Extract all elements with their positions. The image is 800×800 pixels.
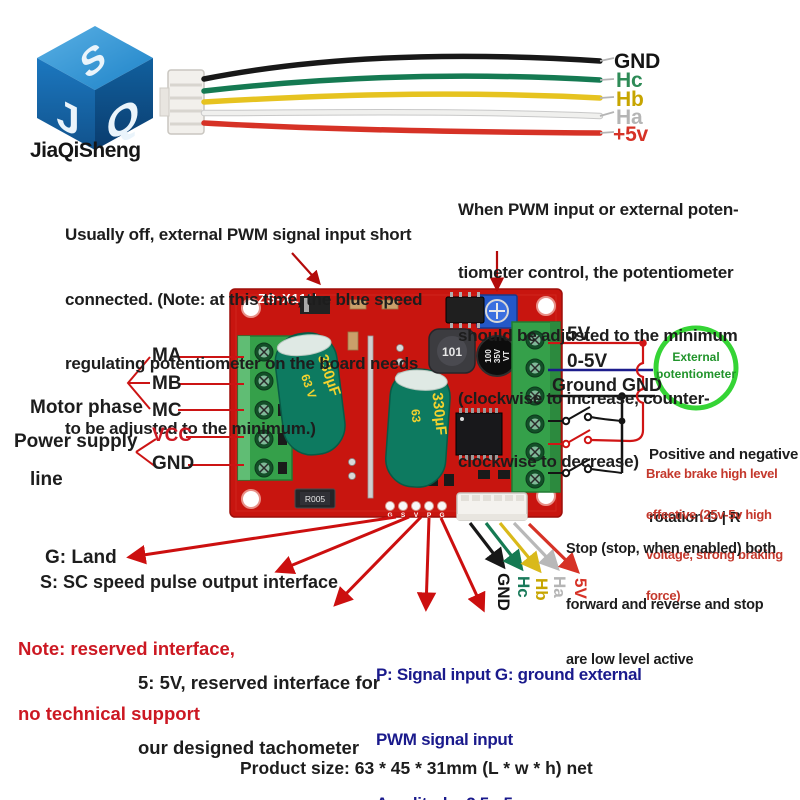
terminal-block-right	[511, 321, 561, 493]
tachometer-note: 5: 5V, reserved interface for our design…	[138, 672, 380, 758]
switch-direction	[548, 406, 623, 426]
harness-label-5v: +5v	[613, 123, 649, 146]
ic-chip-small	[445, 292, 485, 328]
svg-text:VT: VT	[502, 351, 511, 361]
pot-adjust-note: When PWM input or external poten- tiomet…	[458, 200, 739, 471]
svg-text:G: G	[439, 512, 444, 519]
right-wiring	[548, 325, 739, 478]
pin-label-vcc: VCC	[152, 425, 193, 446]
harness-wire-white	[201, 110, 603, 119]
switch-stop	[548, 458, 623, 478]
svg-text:V: V	[414, 512, 419, 519]
bottom-wire-label-hc: Hc	[514, 576, 533, 598]
svg-text:63: 63	[408, 408, 423, 423]
product-size-note: Product size: 63 * 45 * 31mm (L * w * h)…	[240, 758, 593, 778]
capacitor-1: 330µF 63 V	[274, 332, 346, 456]
bottom-wire-label-gnd: GND	[494, 573, 513, 611]
arrow-ha	[512, 521, 560, 572]
harness-label-gnd: GND	[614, 50, 661, 73]
brand-logo-icon: S J Q	[37, 26, 153, 152]
svg-text:35V: 35V	[493, 348, 502, 363]
pin-label-ma: MA	[152, 345, 182, 366]
power-supply-label: Power supply	[14, 431, 138, 452]
svg-text:S: S	[401, 512, 406, 519]
motor-phase-label: Motor phase line	[30, 397, 143, 490]
svg-text:330µF: 330µF	[428, 392, 449, 436]
harness-wire-yellow	[201, 91, 603, 105]
arrow-to-g-land	[126, 515, 397, 565]
shunt-resistor: R005	[294, 488, 336, 509]
hall-connector	[456, 492, 528, 521]
svg-text:101: 101	[442, 345, 462, 359]
arrow-hb	[498, 521, 542, 574]
inductor: 101	[428, 328, 476, 374]
bottom-wire-label-ha: Ha	[550, 576, 569, 598]
svg-text:R005: R005	[305, 494, 326, 504]
harness-wire-black	[201, 53, 603, 82]
pot-red-jumper	[590, 343, 645, 443]
svg-text:100: 100	[484, 349, 493, 363]
pwm-short-note: Usually off, external PWM signal input s…	[65, 225, 423, 438]
capacitor-2: 330µF 63	[385, 368, 451, 488]
external-potentiometer-label: External potentiometer	[656, 350, 737, 381]
arrow-to-pwm-note	[439, 517, 486, 613]
ic-chip-main	[455, 408, 503, 460]
left-pin-lines	[126, 356, 244, 468]
arrow-5v	[527, 522, 580, 574]
brand-name: JiaQiSheng	[30, 139, 141, 162]
external-potentiometer-circle	[653, 325, 739, 411]
pin-label-mc: MC	[152, 400, 182, 421]
arrow-to-p-note	[416, 517, 437, 612]
arrow-to-s-interface	[274, 515, 410, 575]
rotation-note: Positive and negative rotation D | R	[649, 446, 799, 526]
controller-board: ZS-X11H	[229, 288, 563, 521]
pin-label-mb: MB	[152, 373, 182, 394]
signal-pads: G S V P G	[385, 501, 447, 519]
svg-text:P: P	[427, 512, 432, 519]
hall-wire-arrows	[468, 521, 580, 574]
harness-label-hc: Hc	[616, 69, 643, 92]
right-pin-0-5v: 0-5V	[567, 351, 608, 372]
capacitor-black: 100 35V VT	[476, 335, 518, 377]
right-pin-5v: 5V	[567, 324, 591, 345]
harness-wire-red	[201, 120, 603, 136]
bottom-wire-label-5v: 5V	[571, 578, 590, 599]
onboard-potentiometer	[476, 294, 518, 329]
switch-brake	[548, 429, 593, 449]
s-interface-label: S: SC speed pulse output interface	[40, 572, 339, 592]
pwm-spec-note: P: Signal input G: ground external PWM s…	[376, 665, 642, 800]
mounting-hole	[241, 489, 261, 509]
harness-label-ha: Ha	[616, 106, 643, 129]
stop-note: Stop (stop, when enabled) both forward a…	[566, 541, 776, 668]
wire-tips	[599, 57, 615, 134]
reserved-note: Note: reserved interface, no technical s…	[18, 638, 235, 724]
note-arrows	[291, 251, 505, 292]
arrow-gnd	[468, 522, 506, 570]
pin-label-gnd: GND	[152, 453, 195, 474]
mounting-hole	[536, 296, 556, 316]
right-pin-ground: Ground GND	[552, 375, 662, 395]
harness-label-hb: Hb	[616, 88, 644, 111]
bottom-wire-label-hb: Hb	[532, 578, 551, 601]
g-land-label: G: Land	[45, 547, 117, 568]
logo-letter-j: J	[56, 89, 79, 147]
svg-text:G: G	[387, 512, 392, 519]
wire-harness	[159, 53, 615, 136]
arrow-hc	[484, 522, 524, 572]
arrow-to-5v-note	[333, 515, 423, 607]
mounting-hole	[241, 298, 261, 318]
pad-arrows	[126, 515, 486, 613]
harness-wire-green	[201, 73, 603, 94]
brake-note: Brake brake high level effective (25v-5v…	[646, 466, 783, 603]
